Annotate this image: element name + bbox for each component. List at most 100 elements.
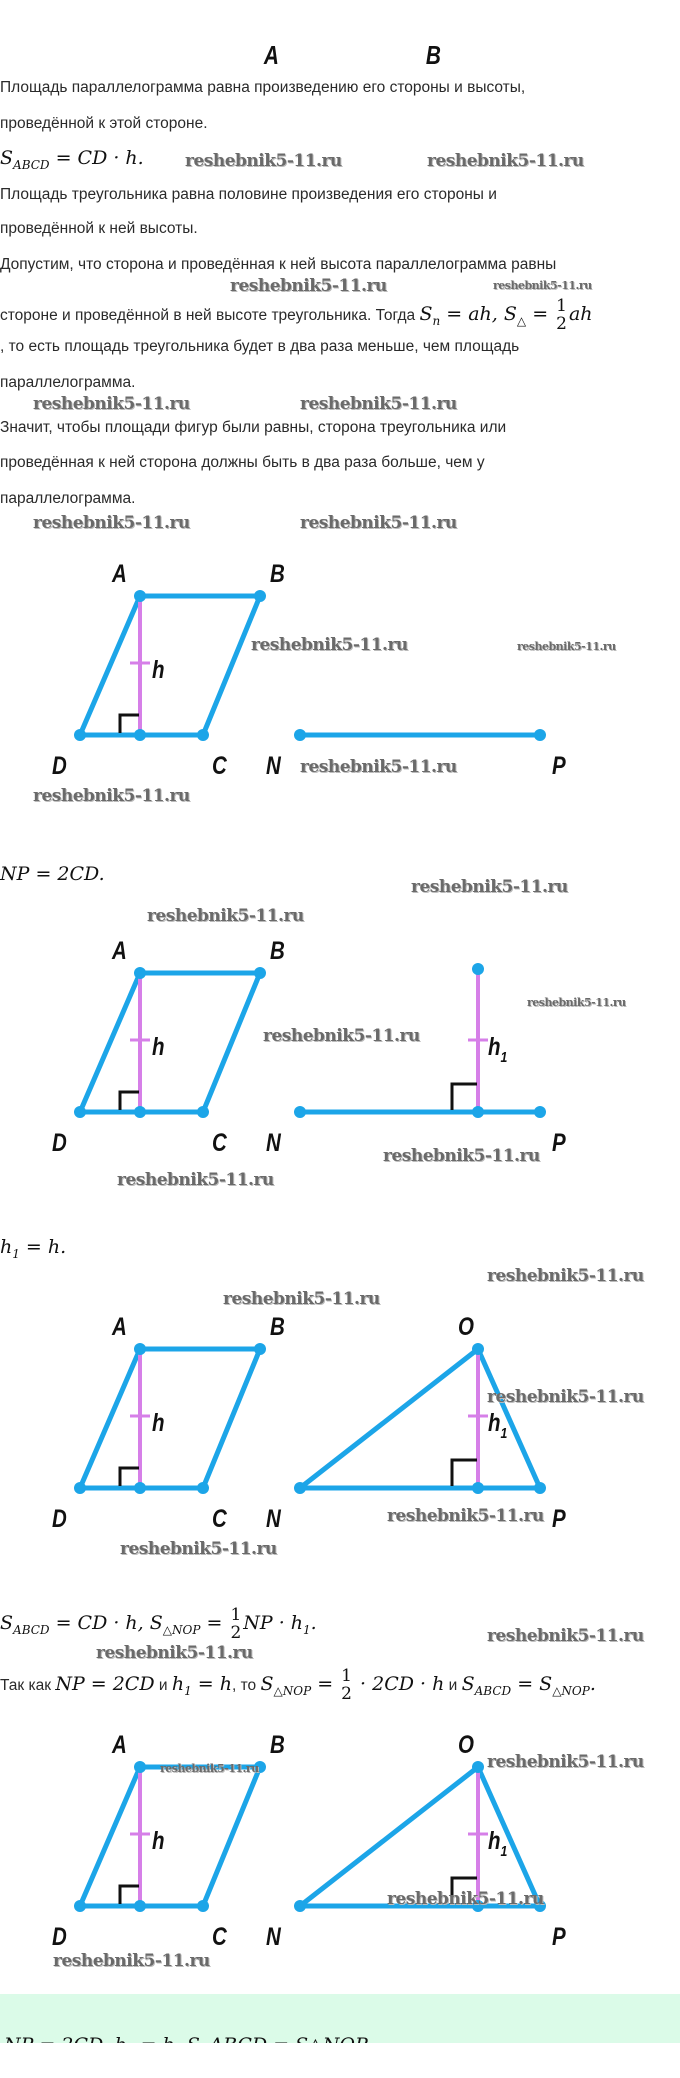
parallelogram-abcd <box>77 1346 263 1491</box>
label-h: h <box>152 1826 165 1854</box>
watermark: reshebnik5-11.ru <box>33 513 190 533</box>
watermark: reshebnik5-11.ru <box>120 1539 277 1559</box>
top-label-b: B <box>425 40 441 70</box>
math: = CD · h. <box>49 147 144 169</box>
label-h: h <box>152 1408 165 1436</box>
triangle-nop <box>297 1764 543 1909</box>
point-c <box>197 1106 209 1118</box>
label-p: P <box>552 1922 566 1950</box>
formula-np: NP = 2CD. <box>0 863 105 885</box>
math: ah <box>568 303 593 325</box>
label-b: B <box>270 559 285 587</box>
label-d-text: D <box>52 1128 67 1156</box>
math: 1 <box>184 1683 192 1698</box>
right-angle-icon <box>450 1082 477 1110</box>
numerator: 1 <box>556 296 567 316</box>
point-p <box>534 1900 546 1912</box>
top-label-a: A <box>263 40 279 70</box>
math: ABCD <box>13 157 50 172</box>
label-c-text: C <box>212 751 227 779</box>
math: . <box>589 1673 596 1695</box>
label-h-text: h <box>152 1032 165 1060</box>
watermark: reshebnik5-11.ru <box>383 1146 540 1166</box>
watermark: reshebnik5-11.ru <box>117 1170 274 1190</box>
label-h1-subscript: 1 <box>501 1425 508 1441</box>
math: · 2CD · h <box>353 1673 445 1695</box>
label-p-text: P <box>552 1128 566 1156</box>
watermark: reshebnik5-11.ru <box>487 1626 644 1646</box>
text: Так как <box>0 1677 56 1694</box>
denominator: 2 <box>556 314 567 334</box>
label-o-text: O <box>458 1312 474 1340</box>
label-p-text: P <box>552 1922 566 1950</box>
math: △NOP <box>552 1683 590 1698</box>
point-d <box>74 729 86 741</box>
label-p: P <box>552 1128 566 1156</box>
math: h <box>171 1673 185 1695</box>
right-angle-icon <box>118 1466 139 1486</box>
watermark: reshebnik5-11.ru <box>387 1506 544 1526</box>
text-line: параллелограмма. <box>0 490 136 507</box>
watermark: reshebnik5-11.ru <box>300 513 457 533</box>
point-a <box>134 1761 146 1773</box>
point-d <box>74 1482 86 1494</box>
math: = <box>200 1612 229 1634</box>
point-b <box>254 1761 266 1773</box>
text: и <box>154 1677 172 1694</box>
label-h1: h1 <box>488 1408 507 1441</box>
text-line: Площадь треугольника равна половине прои… <box>0 186 497 203</box>
point-top <box>472 963 484 975</box>
label-d: D <box>52 751 67 779</box>
point-foot <box>134 1900 146 1912</box>
point-foot <box>472 1900 484 1912</box>
parallelogram-abcd <box>77 593 263 738</box>
watermark: reshebnik5-11.ru <box>33 786 190 806</box>
label-h-text: h <box>152 1408 165 1436</box>
label-n: N <box>266 1504 281 1532</box>
answer-box: NP = 2CD, h₁ = h, S_ABCD = S△NOP <box>0 1994 680 2043</box>
math: п <box>432 313 441 328</box>
label-c-text: C <box>212 1504 227 1532</box>
label-a-text: A <box>111 936 127 964</box>
label-p: P <box>552 1504 566 1532</box>
label-p-text: P <box>552 751 566 779</box>
watermark: reshebnik5-11.ru <box>487 1752 644 1772</box>
math: = <box>511 1673 540 1695</box>
math: h <box>0 1236 13 1258</box>
point-c <box>197 729 209 741</box>
label-c: C <box>212 1922 227 1950</box>
math: = ah, <box>440 303 504 325</box>
label-a: A <box>111 936 127 964</box>
label-o: O <box>458 1730 474 1758</box>
math: NP · h <box>243 1612 304 1634</box>
denominator: 2 <box>341 1684 352 1704</box>
watermark: reshebnik5-11.ru <box>517 640 616 653</box>
label-o: O <box>458 1312 474 1340</box>
math: = h <box>191 1673 233 1695</box>
right-angle-icon <box>118 1090 139 1110</box>
point-a <box>134 1343 146 1355</box>
text-line: проведённая к ней сторона должны быть в … <box>0 454 485 471</box>
point-a <box>134 967 146 979</box>
label-h1-text: h <box>488 1826 501 1854</box>
point-c <box>197 1482 209 1494</box>
text-line: проведённой к этой стороне. <box>0 115 208 132</box>
label-c: C <box>212 1128 227 1156</box>
label-h1-text: h <box>488 1408 501 1436</box>
label-b-text: B <box>270 1312 285 1340</box>
math: △NOP <box>273 1683 312 1698</box>
formula-h1: h1 = h. <box>0 1237 66 1264</box>
label-h1-subscript: 1 <box>501 1049 508 1065</box>
text-line: параллелограмма. <box>0 374 136 391</box>
math: S <box>539 1673 553 1695</box>
text: и <box>444 1677 462 1694</box>
label-b-text: B <box>270 559 285 587</box>
text-line: Значит, чтобы площади фигур были равны, … <box>0 419 507 436</box>
text: , то <box>232 1677 261 1694</box>
label-b: B <box>270 1312 285 1340</box>
